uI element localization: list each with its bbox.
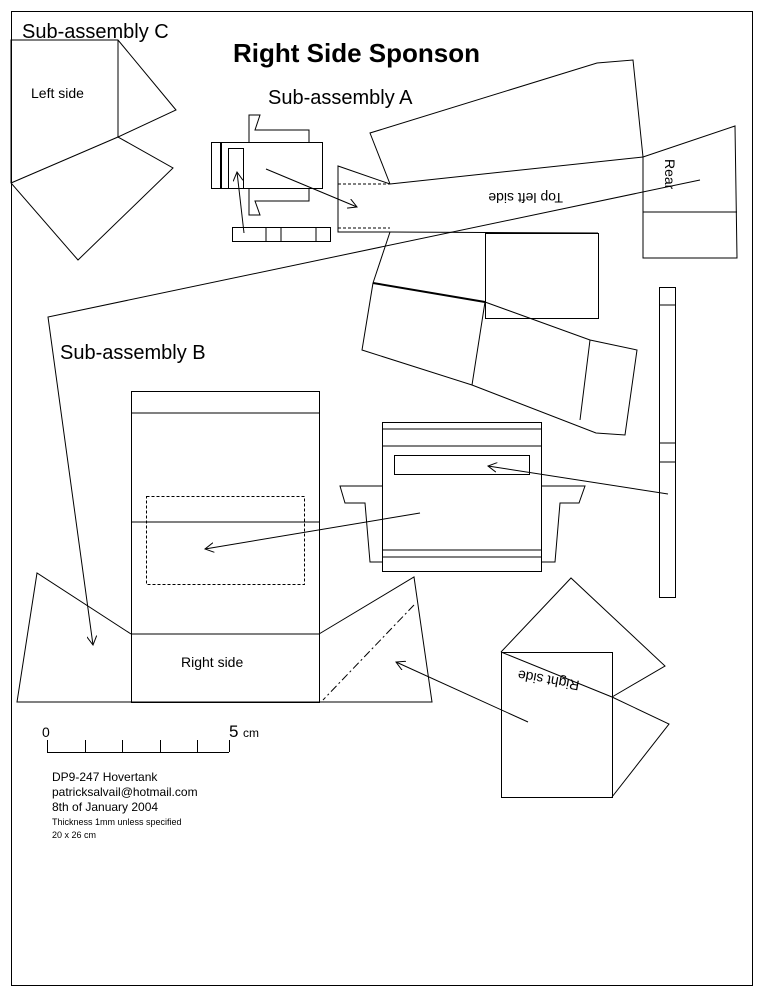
page-border bbox=[11, 11, 753, 986]
subassembly-b-part bbox=[16, 391, 529, 723]
subassembly-c-part bbox=[10, 39, 177, 261]
model-name: DP9-247 Hovertank bbox=[52, 770, 158, 784]
right-side-label-b: Right side bbox=[181, 654, 243, 670]
subassembly-b-label: Sub-assembly B bbox=[60, 342, 206, 364]
top-left-side-part bbox=[361, 59, 738, 436]
left-side-label: Left side bbox=[31, 85, 84, 101]
dashed-flap bbox=[337, 165, 391, 233]
thickness-note: Thickness 1mm unless specified bbox=[52, 817, 182, 827]
rear-label: Rear bbox=[662, 159, 678, 190]
top-left-side-label: Top left side bbox=[488, 190, 563, 206]
page-title: Right Side Sponson bbox=[233, 38, 480, 68]
scale-start: 0 bbox=[42, 724, 50, 740]
date: 8th of January 2004 bbox=[52, 800, 158, 814]
middle-box-part bbox=[339, 422, 669, 572]
size-note: 20 x 26 cm bbox=[52, 830, 96, 840]
subassembly-c-label: Sub-assembly C bbox=[22, 21, 169, 43]
leader-arrow bbox=[47, 179, 701, 645]
vertical-strip-part bbox=[659, 287, 676, 598]
scale-end: 5 bbox=[229, 722, 238, 741]
subassembly-a-label: Sub-assembly A bbox=[268, 87, 413, 109]
author-email: patricksalvail@hotmail.com bbox=[52, 785, 198, 799]
subassembly-a-box bbox=[211, 114, 358, 242]
right-side-part bbox=[500, 577, 670, 798]
scale-bar: 0 5 cm bbox=[42, 722, 259, 753]
scale-unit: cm bbox=[243, 726, 259, 740]
